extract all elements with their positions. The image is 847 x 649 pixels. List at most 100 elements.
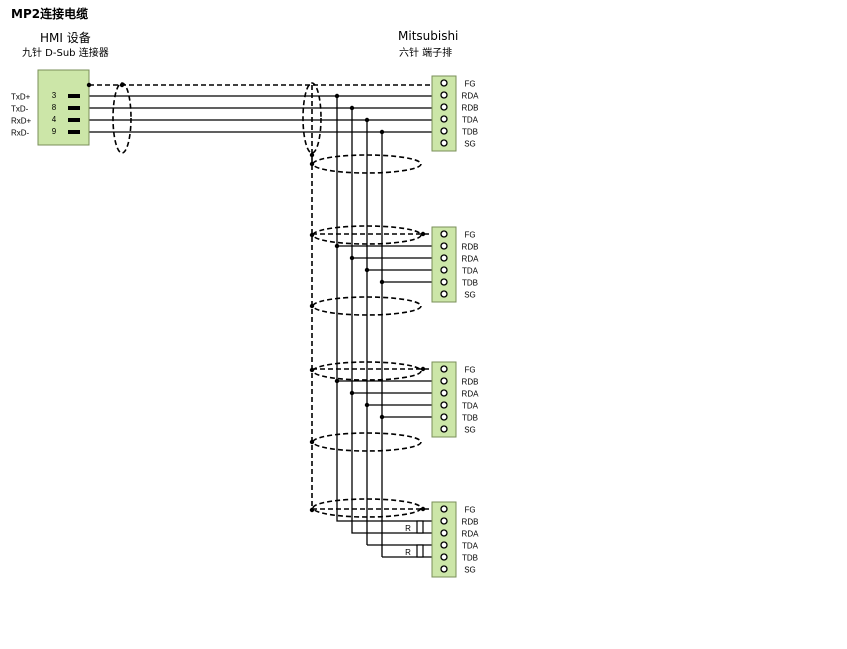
terminal-label: RDB bbox=[462, 518, 479, 527]
terminal-label: TDB bbox=[462, 414, 478, 423]
terminal-label: RDA bbox=[462, 255, 480, 264]
hmi-pin-stub bbox=[68, 94, 80, 98]
junction-dot bbox=[309, 303, 315, 309]
shapes-layer bbox=[37, 69, 457, 578]
junction-dot bbox=[309, 161, 315, 167]
terminal-label: TDA bbox=[462, 116, 479, 125]
junction-dot bbox=[349, 255, 355, 261]
cable-shield-ellipse bbox=[312, 296, 422, 316]
resistor-label: R bbox=[405, 548, 411, 557]
terminal-screw bbox=[440, 377, 448, 385]
junction-dot bbox=[364, 267, 370, 273]
cable-shield-ellipse bbox=[312, 225, 422, 245]
hmi-pin-number: 4 bbox=[52, 115, 57, 124]
junction-dot bbox=[309, 367, 315, 373]
terminal-screw bbox=[440, 242, 448, 250]
terminal-label: RDB bbox=[462, 104, 479, 113]
hmi-pin-number: 9 bbox=[52, 127, 57, 136]
terminal-screw bbox=[440, 365, 448, 373]
cable-shield-ellipse bbox=[312, 154, 422, 174]
wire-signal-branch bbox=[336, 520, 443, 522]
junction-dot bbox=[364, 117, 370, 123]
hmi-pin-stub bbox=[68, 118, 80, 122]
cable-shield-ellipse bbox=[112, 82, 132, 154]
resistor-label: R bbox=[405, 524, 411, 533]
terminal-label: TDB bbox=[462, 554, 478, 563]
junction-dot bbox=[86, 82, 92, 88]
hmi-pin-stub bbox=[68, 106, 80, 110]
terminal-label: TDB bbox=[462, 128, 478, 137]
terminal-screw bbox=[440, 505, 448, 513]
junction-dot bbox=[309, 152, 315, 158]
hmi-device-title: HMI 设备 bbox=[40, 31, 91, 45]
cable-shield-ellipse bbox=[302, 82, 322, 154]
cable-shield-ellipse bbox=[312, 361, 422, 381]
terminal-screw bbox=[440, 553, 448, 561]
terminal-label: SG bbox=[464, 291, 476, 300]
hmi-pin-number: 3 bbox=[52, 91, 57, 100]
junction-dot bbox=[309, 439, 315, 445]
terminal-label: TDA bbox=[462, 542, 479, 551]
cable-shield-ellipse bbox=[312, 432, 422, 452]
junction-dot bbox=[334, 378, 340, 384]
terminal-label: FG bbox=[464, 506, 475, 515]
terminal-screw bbox=[440, 115, 448, 123]
terminal-screw bbox=[440, 266, 448, 274]
terminal-block-body bbox=[431, 501, 457, 578]
terminal-screw bbox=[440, 127, 448, 135]
junction-dot bbox=[334, 243, 340, 249]
diagram-title: MP2连接电缆 bbox=[11, 7, 89, 21]
terminal-block-body bbox=[431, 361, 457, 438]
hmi-signal-label: TxD- bbox=[11, 105, 29, 114]
labels-layer: TxD+3TxD-8RxD+4RxD-9FGRDARDBTDATDBSGFGRD… bbox=[11, 80, 479, 575]
terminal-label: FG bbox=[464, 231, 475, 240]
terminal-label: SG bbox=[464, 426, 476, 435]
junction-dot bbox=[364, 402, 370, 408]
terminal-screw bbox=[440, 565, 448, 573]
terminal-screw bbox=[440, 425, 448, 433]
terminal-label: SG bbox=[464, 566, 476, 575]
terminal-label: RDA bbox=[462, 92, 480, 101]
terminal-screw bbox=[440, 254, 448, 262]
wires-layer bbox=[80, 84, 443, 558]
terminal-screw bbox=[440, 413, 448, 421]
terminal-screw bbox=[440, 529, 448, 537]
junction-dot bbox=[379, 129, 385, 135]
hmi-connector-subtitle: 九针 D-Sub 连接器 bbox=[22, 48, 109, 59]
hmi-signal-label: RxD+ bbox=[11, 117, 32, 126]
terminal-label: FG bbox=[464, 80, 475, 89]
hmi-pin-number: 8 bbox=[52, 103, 57, 112]
junction-dot bbox=[349, 390, 355, 396]
terminal-screw bbox=[440, 79, 448, 87]
junction-dot bbox=[420, 366, 426, 372]
hmi-signal-label: RxD- bbox=[11, 129, 30, 138]
wire-signal-branch bbox=[351, 532, 443, 534]
plc-title: Mitsubishi bbox=[398, 29, 459, 43]
termination-resistor bbox=[416, 520, 424, 534]
terminal-label: TDA bbox=[462, 267, 479, 276]
terminal-screw bbox=[440, 91, 448, 99]
terminal-block-body bbox=[431, 75, 457, 152]
terminal-label: RDB bbox=[462, 378, 479, 387]
terminal-screw bbox=[440, 541, 448, 549]
junction-dot bbox=[309, 507, 315, 513]
terminal-screw bbox=[440, 389, 448, 397]
junction-dot bbox=[379, 279, 385, 285]
terminal-screw bbox=[440, 278, 448, 286]
plc-terminal-subtitle: 六针 端子排 bbox=[399, 48, 453, 59]
terminal-screw bbox=[440, 139, 448, 147]
terminal-screw bbox=[440, 401, 448, 409]
terminal-label: TDB bbox=[462, 279, 478, 288]
cable-shield-ellipse bbox=[312, 498, 422, 518]
junction-dot bbox=[309, 232, 315, 238]
junction-dot bbox=[420, 231, 426, 237]
terminal-screw bbox=[440, 103, 448, 111]
junction-dot bbox=[420, 506, 426, 512]
junction-dot bbox=[349, 105, 355, 111]
terminal-label: TDA bbox=[462, 402, 479, 411]
junction-dot bbox=[334, 93, 340, 99]
terminal-label: SG bbox=[464, 140, 476, 149]
terminal-label: RDB bbox=[462, 243, 479, 252]
hmi-connector-body bbox=[37, 69, 90, 146]
